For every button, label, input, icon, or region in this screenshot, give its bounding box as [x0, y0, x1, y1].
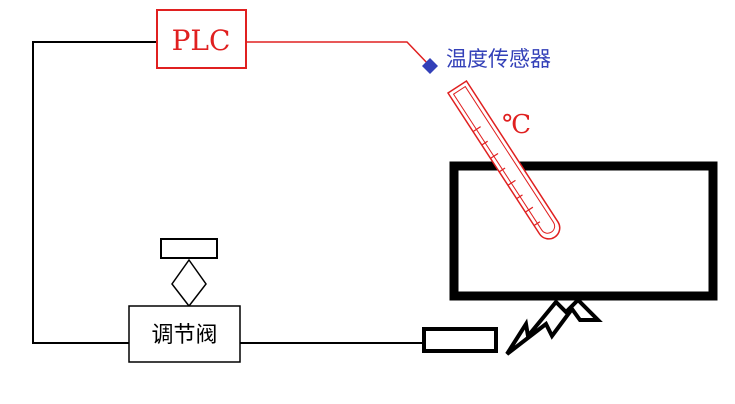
heater-element: [422, 327, 498, 353]
plc-box: PLC: [156, 9, 247, 69]
sensor-connector: [422, 58, 438, 74]
valve-diamond: [171, 258, 207, 308]
regulating-valve: 调节阀: [128, 305, 241, 363]
sensor-signal-wire: [246, 41, 431, 67]
celsius-unit-label: ℃: [502, 110, 531, 140]
sensor-label: 温度传感器: [446, 47, 551, 71]
valve-label: 调节阀: [151, 323, 217, 348]
plc-label: PLC: [172, 24, 231, 57]
lightning-bolt-icon: [505, 297, 603, 356]
tank: [449, 161, 718, 301]
valve-actuator: [160, 238, 218, 259]
thermometer-probe: [446, 79, 561, 240]
control-wire: [32, 41, 157, 344]
thermometer-scale: [472, 126, 541, 227]
